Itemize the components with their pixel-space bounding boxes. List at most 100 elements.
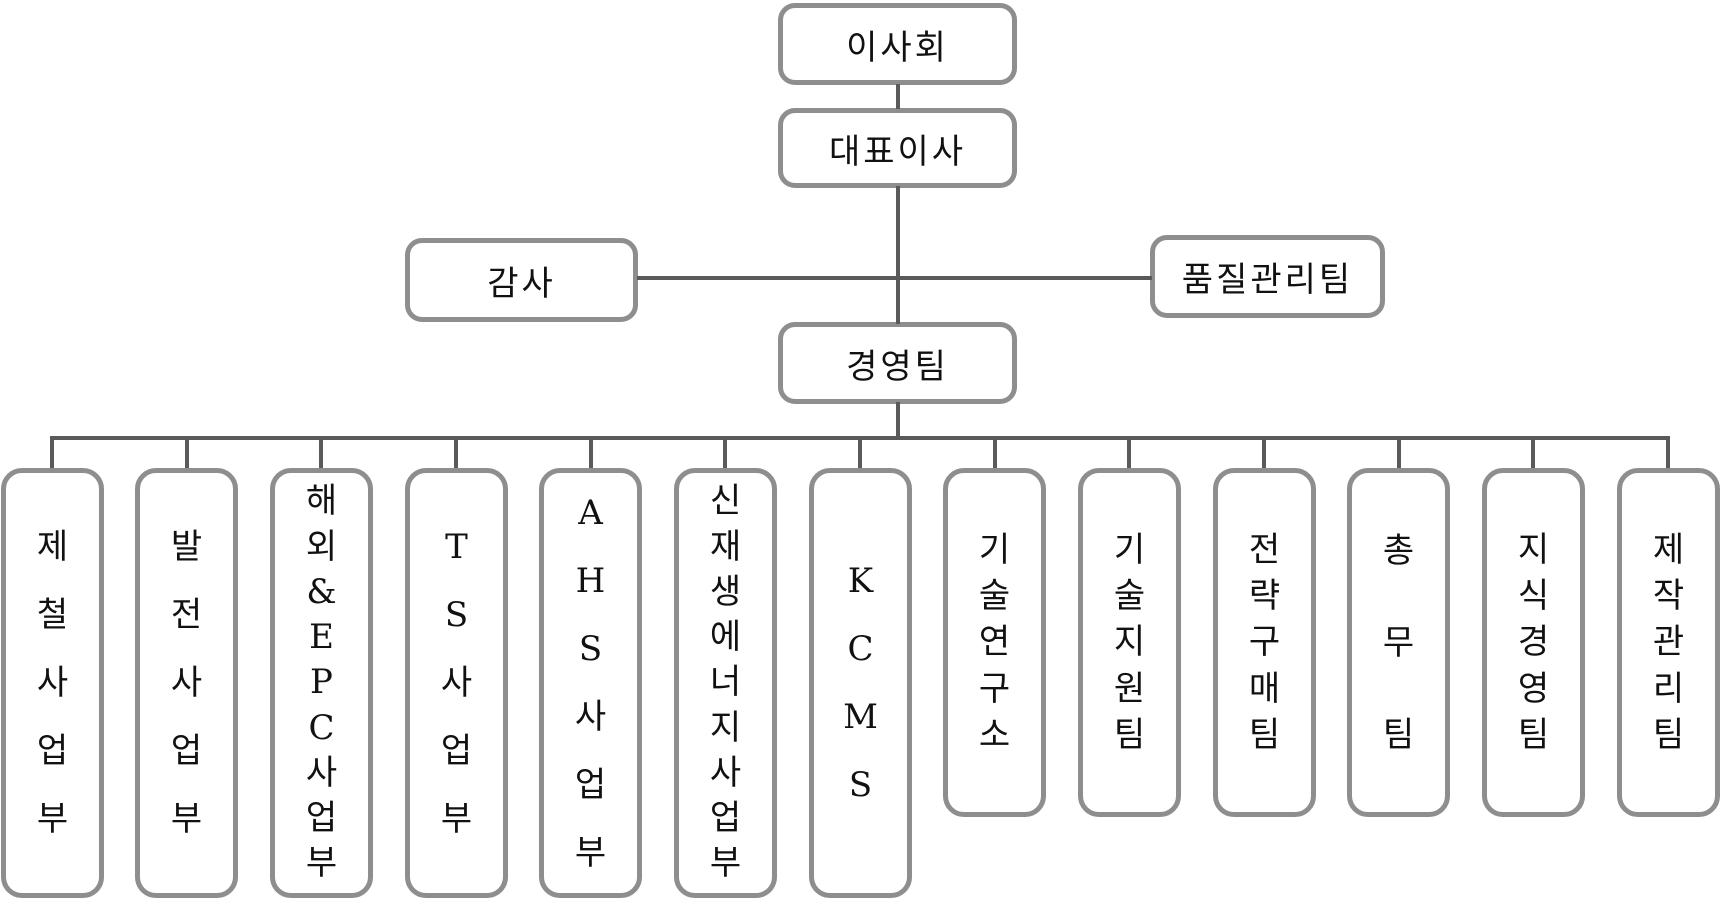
node-board-label: 이사회 — [846, 27, 949, 68]
node-audit: 감사 — [405, 238, 638, 322]
dept-label-char: 업 — [170, 731, 203, 771]
dept-label-char: 사 — [574, 697, 607, 737]
dept-label-char: 기 — [978, 529, 1011, 570]
dept-label-char: 지 — [1517, 529, 1550, 570]
connector-distributor-to-dept — [1666, 436, 1670, 468]
dept-label-char: 사 — [170, 663, 203, 703]
dept-label-char: 팀 — [1113, 714, 1146, 755]
dept-label-char: 업 — [305, 798, 338, 839]
node-ceo: 대표이사 — [778, 108, 1017, 188]
dept-label-char: A — [578, 493, 603, 533]
dept-label-char: & — [306, 571, 337, 612]
dept-label-char: 기 — [1113, 529, 1146, 570]
connector-ceo-to-management — [896, 186, 900, 324]
dept-label-char: 원 — [1113, 668, 1146, 709]
dept-label-char: 식 — [1517, 576, 1550, 617]
dept-label-char: 부 — [709, 843, 742, 884]
node-management-team-label: 경영팀 — [846, 346, 949, 387]
dept-label-char: C — [308, 707, 335, 748]
dept-label-char: 영 — [1517, 668, 1550, 709]
dept-label-char: 발 — [170, 527, 203, 567]
connector-distributor-to-dept — [993, 436, 997, 468]
dept-label-char: 부 — [574, 833, 607, 873]
connector-distributor-to-dept — [589, 436, 593, 468]
dept-label-char: 외 — [305, 526, 338, 567]
connector-board-to-ceo — [896, 84, 900, 109]
dept-label-char: 팀 — [1248, 714, 1281, 755]
dept-label-char: 팀 — [1517, 714, 1550, 755]
dept-label-char: S — [578, 629, 603, 669]
dept-label-char: 신 — [709, 481, 742, 522]
dept-label-char: 전 — [1248, 529, 1281, 570]
dept-label-char: K — [847, 561, 874, 601]
dept-label-char: 사 — [305, 752, 338, 793]
dept-label-char: 경 — [1517, 622, 1550, 663]
dept-label-char: 전 — [170, 595, 203, 635]
node-ceo-label: 대표이사 — [828, 131, 967, 172]
dept-label-char: 구 — [978, 668, 1011, 709]
dept-label-char: 너 — [709, 662, 742, 703]
dept-label-char: 술 — [978, 576, 1011, 617]
dept-label-char: 업 — [574, 765, 607, 805]
node-board-of-directors: 이사회 — [778, 3, 1017, 85]
connector-distributor-to-dept — [319, 436, 323, 468]
dept-label-char: 부 — [440, 799, 473, 839]
connector-distributor-to-dept — [454, 436, 458, 468]
dept-label-char: 무 — [1382, 622, 1415, 663]
dept-label-char: 생 — [709, 571, 742, 612]
dept-label-char: 사 — [36, 663, 69, 703]
connector-audit-to-quality — [637, 276, 1152, 280]
dept-label-char: 지 — [1113, 622, 1146, 663]
dept-label-char: 제 — [36, 527, 69, 567]
dept-label-char: 략 — [1248, 576, 1281, 617]
dept-label-char: 총 — [1382, 530, 1415, 571]
dept-label-char: 작 — [1652, 576, 1685, 617]
dept-label-char: 리 — [1652, 668, 1685, 709]
dept-label-char: 팀 — [1652, 714, 1685, 755]
dept-label-char: 업 — [36, 731, 69, 771]
dept-label-char: 업 — [440, 731, 473, 771]
dept-label-char: 부 — [305, 843, 338, 884]
dept-label-char: 지 — [709, 707, 742, 748]
connector-management-to-distributor — [896, 402, 900, 438]
connector-distributor-to-dept — [50, 436, 54, 468]
dept-label-char: M — [843, 697, 878, 737]
dept-label-char: C — [847, 629, 874, 669]
connector-distributor-to-dept — [185, 436, 189, 468]
dept-label-char: 술 — [1113, 576, 1146, 617]
node-management-team: 경영팀 — [778, 322, 1017, 404]
dept-label-char: 부 — [36, 799, 69, 839]
dept-label-char: 재 — [709, 526, 742, 567]
dept-label-char: 사 — [440, 663, 473, 703]
dept-label-char: S — [444, 595, 469, 635]
dept-label-char: E — [309, 617, 334, 658]
dept-label-char: 구 — [1248, 622, 1281, 663]
dept-label-char: 부 — [170, 799, 203, 839]
dept-label-char: T — [445, 527, 468, 567]
connector-distributor-to-dept — [1397, 436, 1401, 468]
dept-label-char: H — [575, 561, 606, 601]
dept-label-char: 사 — [709, 752, 742, 793]
dept-label-char: 매 — [1248, 668, 1281, 709]
dept-label-char: 팀 — [1382, 714, 1415, 755]
dept-label-char: 제 — [1652, 529, 1685, 570]
connector-distributor-to-dept — [858, 436, 862, 468]
dept-label-char: 에 — [709, 617, 742, 658]
dept-label-char: 철 — [36, 595, 69, 635]
connector-distributor-to-dept — [1127, 436, 1131, 468]
dept-label-char: 해 — [305, 481, 338, 522]
node-audit-label: 감사 — [487, 263, 556, 304]
node-quality-team: 품질관리팀 — [1150, 235, 1385, 318]
